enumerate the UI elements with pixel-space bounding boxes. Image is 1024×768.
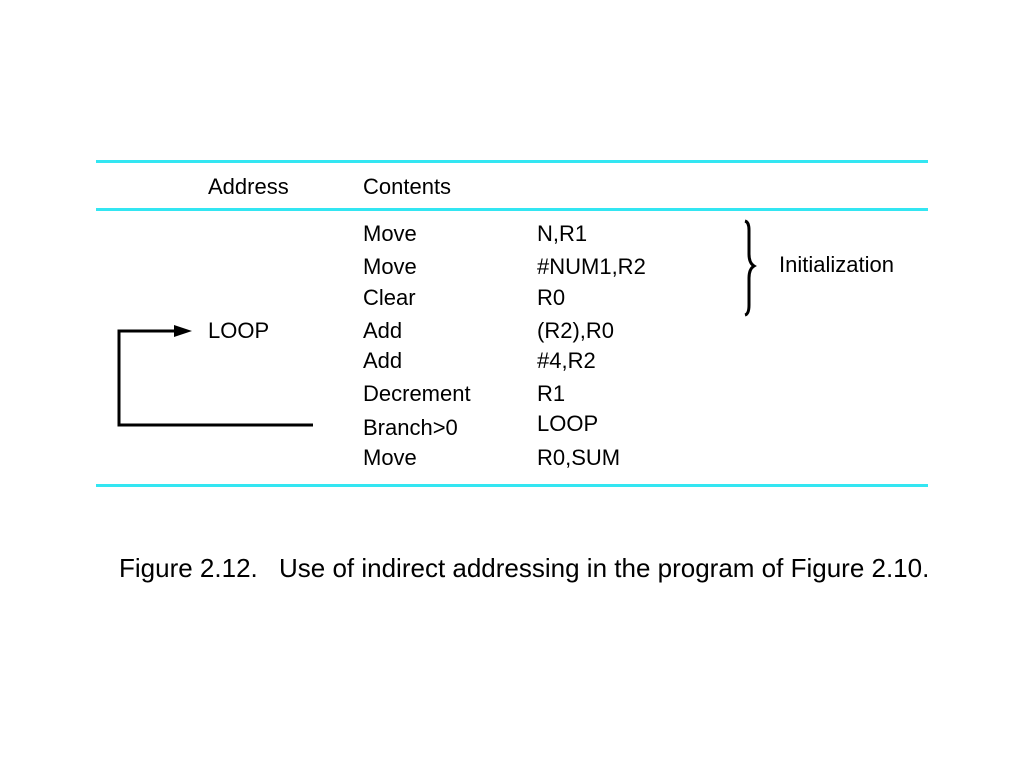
row-7-operand: LOOP — [537, 411, 599, 436]
figure-caption: Figure 2.12. Use of indirect addressing … — [119, 551, 949, 585]
row-1-op: Move — [363, 221, 417, 246]
loop-branch-arrow-line — [117, 329, 313, 427]
loop-branch-arrowhead — [174, 325, 192, 337]
row-6-op: Decrement — [363, 381, 471, 406]
figure-number: Figure 2.12. — [119, 553, 258, 583]
row-7-op: Branch>0 — [363, 415, 458, 440]
figure-caption-text: Use of indirect addressing in the progra… — [278, 553, 930, 583]
table-bottom-rule — [96, 484, 928, 487]
row-8-op: Move — [363, 445, 417, 470]
row-3-operand: R0 — [537, 285, 566, 310]
row-4-op: Add — [363, 318, 403, 343]
row-3-op: Clear — [363, 285, 416, 310]
row-1-operand: N,R1 — [537, 221, 588, 246]
row-8-operand: R0,SUM — [537, 445, 621, 470]
initialization-annotation: Initialization — [779, 252, 894, 277]
row-2-operand: #NUM1,R2 — [537, 254, 646, 279]
row-4-operand: (R2),R0 — [537, 318, 615, 343]
initialization-brace — [744, 219, 757, 317]
row-5-op: Add — [363, 348, 403, 373]
row-6-operand: R1 — [537, 381, 566, 406]
row-4-label: LOOP — [208, 318, 270, 343]
table-header-rule — [96, 208, 928, 211]
row-2-op: Move — [363, 254, 417, 279]
address-header: Address — [208, 174, 289, 199]
row-5-operand: #4,R2 — [537, 348, 596, 373]
contents-header: Contents — [363, 174, 452, 199]
table-top-rule — [96, 160, 928, 163]
